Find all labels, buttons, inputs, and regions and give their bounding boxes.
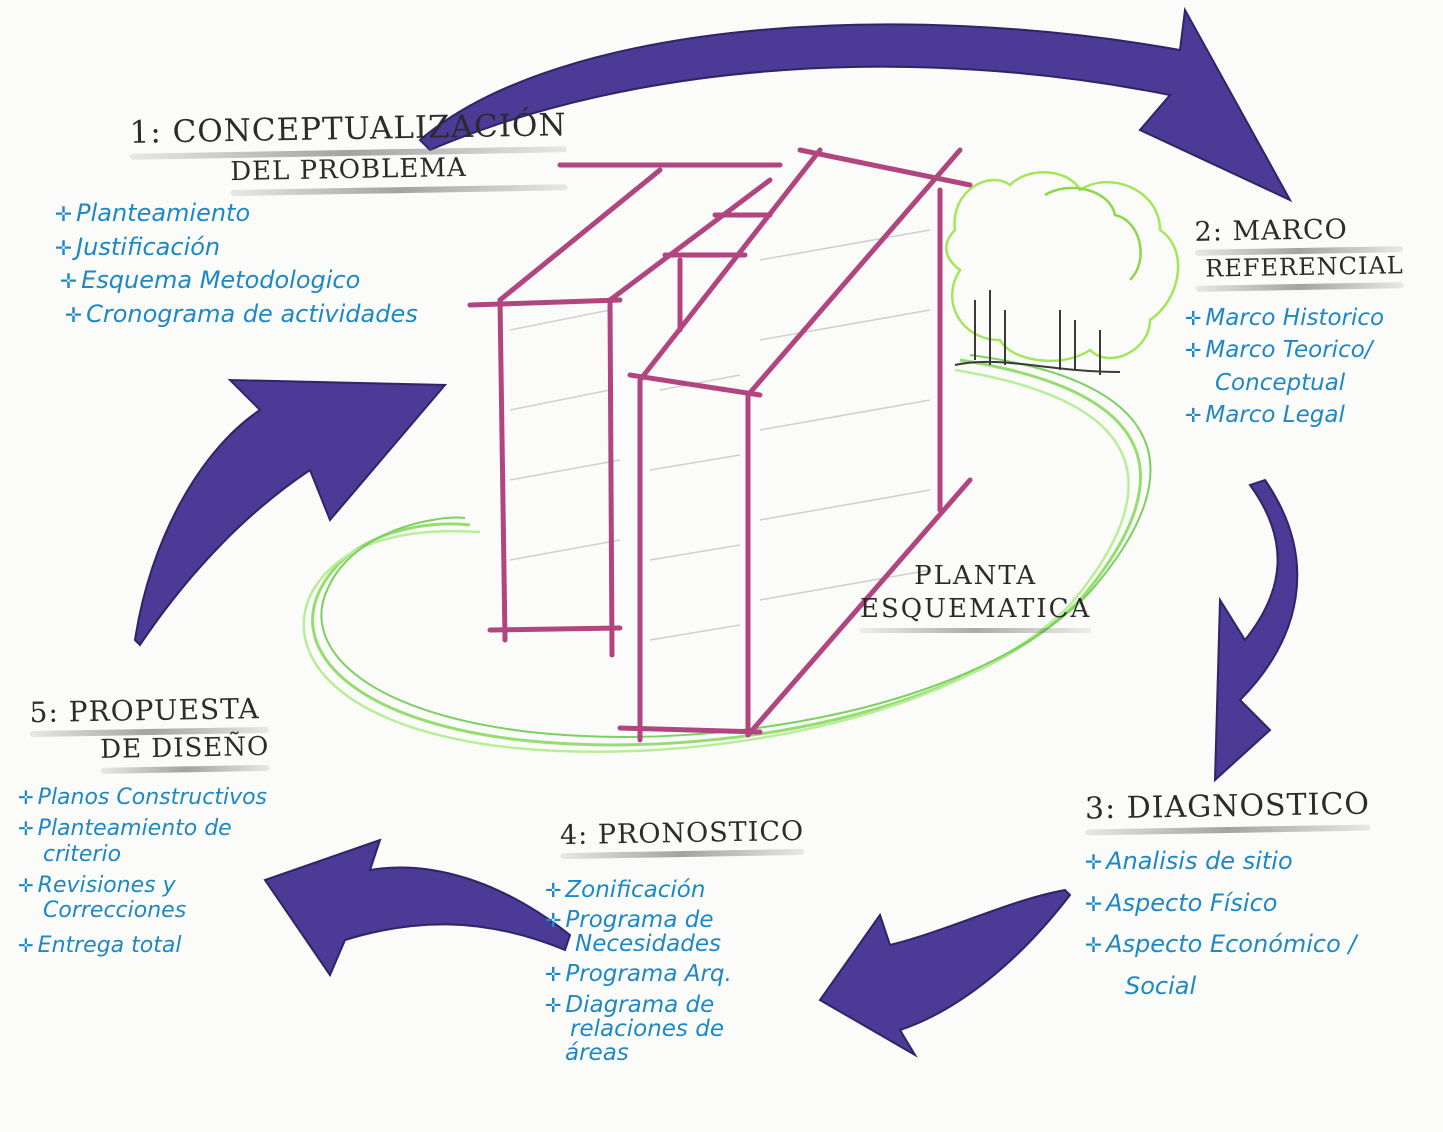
list-item: Planos Constructivos <box>18 785 267 810</box>
center-label-line2: ESQUEMATICA <box>860 593 1092 624</box>
center-label-line1: PLANTA <box>914 561 1038 591</box>
stage-3-title: 3: DIAGNOSTICO <box>1084 786 1371 835</box>
stage-4-list: Zonificación Programa de Necesidades Pro… <box>545 878 732 1071</box>
list-item: Programa de <box>545 908 732 932</box>
list-item: Diagrama de <box>545 992 732 1016</box>
list-item: Aspecto Físico <box>1085 889 1357 918</box>
stage-5-title-line2: DE DISEÑO <box>100 732 270 766</box>
stage-5-title-line1: 5: PROPUESTA <box>29 692 260 730</box>
stage-4-title-line1: 4: PRONOSTICO <box>559 815 805 852</box>
stage-2-title-line2: REFERENCIAL <box>1205 251 1404 283</box>
list-item: Marco Legal <box>1185 402 1384 428</box>
list-item: Zonificación <box>545 878 732 902</box>
list-item: Revisiones y <box>18 873 267 898</box>
arrow-2-to-3 <box>1213 478 1299 783</box>
arrow-4-to-5 <box>263 838 572 978</box>
list-item: Entrega total <box>18 933 267 958</box>
list-item: Analisis de sitio <box>1085 847 1357 876</box>
stage-3-list: Analisis de sitio Aspecto Físico Aspecto… <box>1085 847 1357 1006</box>
list-item: Necesidades <box>575 931 721 958</box>
stage-2-title-line1: 2: MARCO <box>1194 214 1349 248</box>
list-item: criterio <box>43 841 122 867</box>
stage-1-title-line2: DEL PROBLEMA <box>230 152 468 187</box>
stage-1-list: Planteamiento Justificación Esquema Meto… <box>55 199 418 334</box>
list-item: Programa Arq. <box>545 962 731 986</box>
center-label: PLANTA ESQUEMATICA <box>860 560 1092 633</box>
ground-ellipse <box>302 354 1152 753</box>
list-item: Conceptual <box>1215 369 1346 396</box>
list-item: Esquema Metodologico <box>60 267 418 295</box>
shrubs <box>954 290 1121 375</box>
list-item: Justificación <box>55 233 418 262</box>
building-wireframe <box>467 147 973 743</box>
arrow-1-to-2 <box>418 6 1293 203</box>
arrow-5-to-1 <box>133 378 448 647</box>
stage-3-title-line1: 3: DIAGNOSTICO <box>1084 786 1371 827</box>
list-item: Marco Teorico/ <box>1185 337 1384 363</box>
stage-5-list: Planos Constructivos Planteamiento de cr… <box>18 785 267 965</box>
list-item: Social <box>1125 971 1197 1000</box>
list-item: Planteamiento <box>55 199 418 228</box>
stage-1-title-line1: 1: CONCEPTUALIZACIÓN <box>129 107 567 151</box>
stage-2-title: 2: MARCO REFERENCIAL <box>1194 213 1405 292</box>
stage-1-title: 1: CONCEPTUALIZACIÓN DEL PROBLEMA <box>129 107 568 197</box>
list-item: relaciones de <box>570 1015 724 1042</box>
cycle-arrows <box>133 6 1299 1058</box>
list-item: Planteamiento de <box>18 816 267 841</box>
stage-5-title: 5: PROPUESTA DE DISEÑO <box>29 692 270 775</box>
list-item: Correcciones <box>43 898 187 924</box>
list-item: Marco Historico <box>1185 305 1384 331</box>
stage-2-list: Marco Historico Marco Teorico/ Conceptua… <box>1185 305 1384 435</box>
arrow-3-to-4 <box>818 888 1072 1058</box>
list-item: Cronograma de actividades <box>65 300 418 329</box>
tree-sketch <box>945 171 1180 363</box>
list-item: áreas <box>565 1039 629 1066</box>
pencil-shading <box>509 229 931 641</box>
stage-4-title: 4: PRONOSTICO <box>559 815 805 860</box>
list-item: Aspecto Económico / <box>1085 931 1356 959</box>
